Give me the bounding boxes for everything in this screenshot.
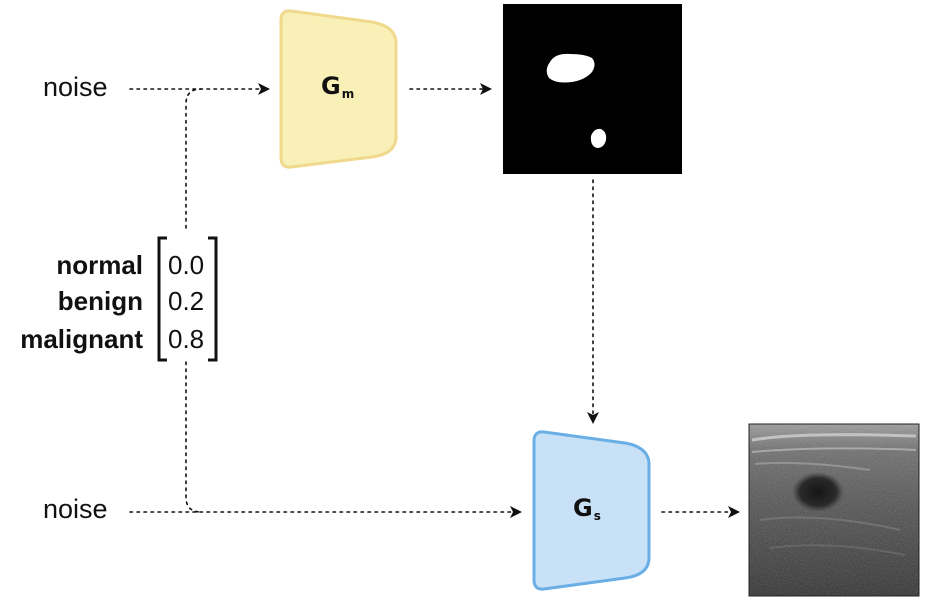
noise-input-top: noise	[43, 72, 108, 102]
condition-vector-bracket	[157, 236, 218, 362]
class-value-malignant: 0.8	[168, 324, 205, 354]
image-generator-block	[532, 430, 651, 591]
image-generator-subscript: s	[593, 509, 601, 523]
arrow-condition-to-gm	[185, 88, 202, 229]
ultrasound-output-image	[748, 423, 920, 597]
mask-blob-small	[590, 128, 607, 148]
mask-blob-large	[546, 53, 595, 83]
noise-input-bottom: noise	[43, 494, 108, 524]
class-value-normal: 0.0	[168, 250, 205, 280]
mask-generator-label: Gm	[321, 72, 354, 101]
class-label-benign: benign	[57, 286, 143, 316]
arrow-condition-to-gs	[185, 361, 202, 513]
image-generator-label: Gs	[573, 494, 601, 523]
mask-generator-block	[279, 9, 398, 169]
class-label-malignant: malignant	[20, 324, 143, 354]
class-label-normal: normal	[56, 250, 143, 280]
image-generator-letter: G	[573, 494, 593, 522]
mask-output-image	[503, 4, 682, 174]
mask-generator-subscript: m	[341, 87, 355, 101]
mask-generator-letter: G	[321, 72, 341, 100]
class-value-benign: 0.2	[168, 286, 205, 316]
